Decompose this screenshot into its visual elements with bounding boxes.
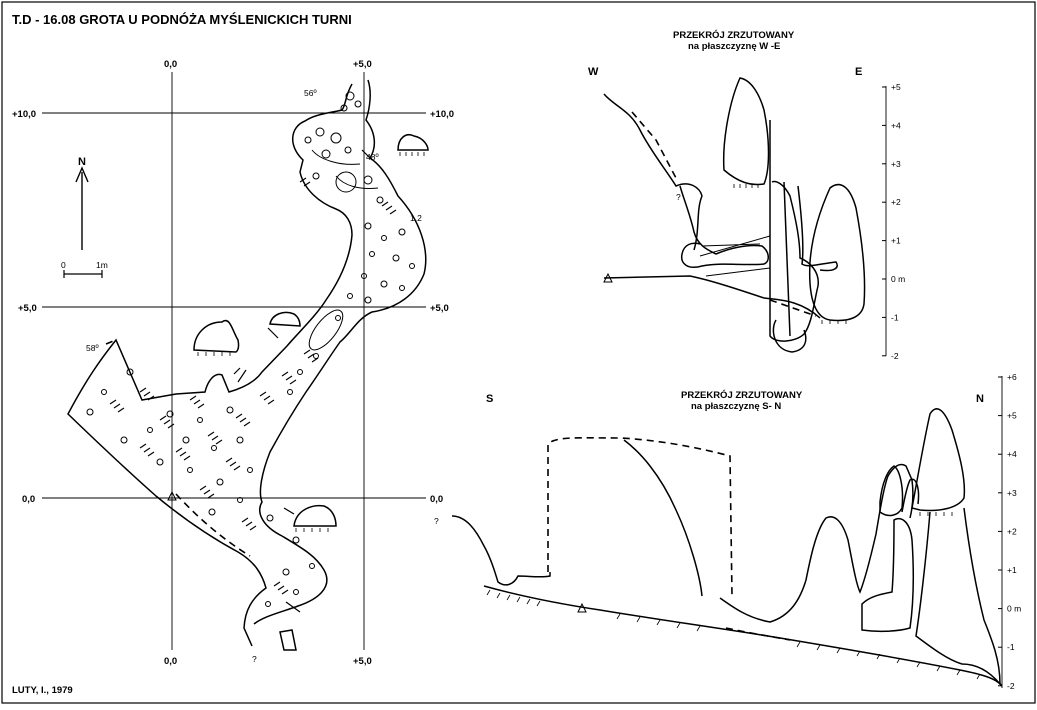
grid-label-y10-left: +10,0 xyxy=(12,109,36,120)
grid-label-y0-right: 0,0 xyxy=(430,494,443,505)
section-we-scale-label: +5 xyxy=(891,82,901,92)
section-we-scale-label: +3 xyxy=(891,159,901,169)
section-sn: PRZEKRÓJ ZRZUTOWANY na płaszczyznę S- N … xyxy=(434,372,1021,691)
section-sn-scale-label: -1 xyxy=(1007,642,1015,652)
section-we-scale-label: +1 xyxy=(891,236,901,246)
section-sn-scale-label: +3 xyxy=(1007,488,1017,498)
slope-label-1: 56º xyxy=(304,88,317,98)
section-we-scale-label: +4 xyxy=(891,120,901,130)
north-arrow-icon xyxy=(75,166,89,250)
section-we-subtitle: na płaszczyznę W -E xyxy=(688,41,780,52)
depth-label: 1,2 xyxy=(410,213,422,223)
section-sn-subtitle: na płaszczyznę S- N xyxy=(691,401,781,412)
section-sn-scale-label: +2 xyxy=(1007,526,1017,536)
block-hatching xyxy=(109,177,397,595)
grid-label-x5-top: +5,0 xyxy=(353,59,372,70)
section-sn-scale-label: +5 xyxy=(1007,411,1017,421)
section-sn-scale-label: +4 xyxy=(1007,449,1017,459)
section-we-right-dir: E xyxy=(855,66,862,78)
profile-upper-right xyxy=(397,134,429,151)
section-we-scale-label: -2 xyxy=(891,351,899,361)
section-sn-title: PRZEKRÓJ ZRZUTOWANY xyxy=(681,389,803,401)
section-sn-scale-label: +1 xyxy=(1007,565,1017,575)
grid-label-x0-bottom: 0,0 xyxy=(164,656,177,667)
author-credit: LUTY, I., 1979 xyxy=(12,685,73,696)
section-sn-scale-label: 0 m xyxy=(1007,604,1021,614)
section-we: PRZEKRÓJ ZRZUTOWANY na płaszczyznę W -E … xyxy=(588,29,905,361)
section-we-scale-label: -1 xyxy=(891,312,899,322)
sn-question-mark: ? xyxy=(434,516,439,526)
section-we-scale-label: 0 m xyxy=(891,274,905,284)
we-question-mark: ? xyxy=(676,192,681,202)
scale-end: 1m xyxy=(96,260,108,270)
section-we-title: PRZEKRÓJ ZRZUTOWANY xyxy=(673,29,795,41)
grid-label-y5-right: +5,0 xyxy=(430,303,449,314)
grid-label-y0-left: 0,0 xyxy=(22,494,35,505)
slope-label-3: 58º xyxy=(86,343,99,353)
cave-plan-outline xyxy=(67,79,429,651)
rubble-fill xyxy=(86,91,415,607)
section-we-left-dir: W xyxy=(588,66,599,78)
section-sn-right-dir: N xyxy=(976,393,984,405)
section-sn-scale-label: +6 xyxy=(1007,372,1017,382)
plan-view: 0,0 +5,0 0,0 +5,0 +10,0 +10,0 +5,0 +5,0 … xyxy=(12,59,454,667)
plan-question-mark: ? xyxy=(252,654,257,664)
north-label: N xyxy=(78,156,86,168)
grid-label-x5-bottom: +5,0 xyxy=(353,656,372,667)
section-sn-scale-label: -2 xyxy=(1007,681,1015,691)
survey-station-icon xyxy=(167,490,177,501)
grid-label-y5-left: +5,0 xyxy=(18,303,37,314)
profile-middle xyxy=(269,311,301,327)
sn-station-icon xyxy=(577,602,587,613)
grid-label-x0-top: 0,0 xyxy=(164,59,177,70)
we-station-icon xyxy=(603,272,613,283)
scale-start: 0 xyxy=(61,260,66,270)
profile-left xyxy=(193,319,240,353)
grid-label-y10-right: +10,0 xyxy=(430,109,454,120)
slope-label-2: 48º xyxy=(366,152,379,162)
profile-lower xyxy=(293,504,337,527)
section-sn-left-dir: S xyxy=(486,393,493,405)
map-title: T.D - 16.08 GROTA U PODNÓŻA MYŚLENICKICH… xyxy=(12,12,352,27)
scale-bar xyxy=(63,270,103,278)
profile-bottom xyxy=(279,629,297,651)
section-we-scale-label: +2 xyxy=(891,197,901,207)
